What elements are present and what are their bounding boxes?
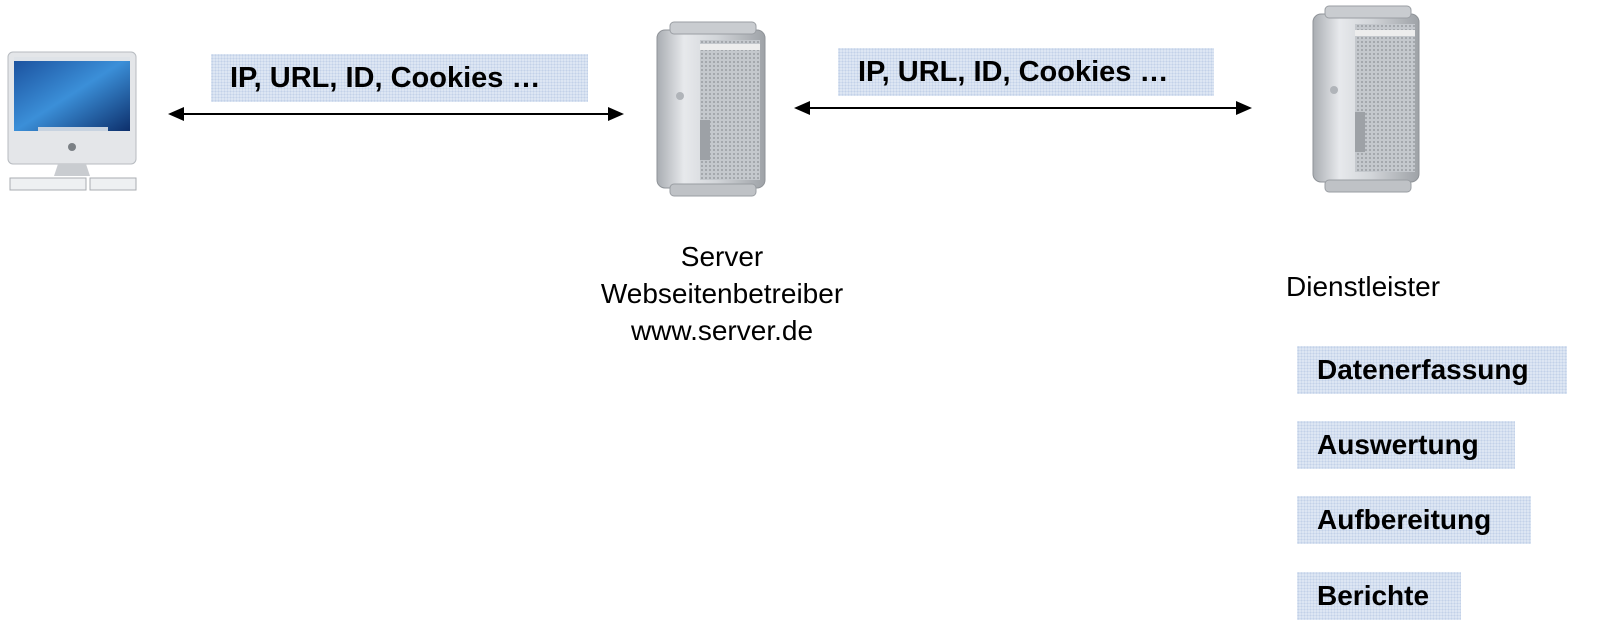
arrow-server-provider <box>794 101 1252 115</box>
connection-label-right: IP, URL, ID, Cookies … <box>838 48 1214 96</box>
server-operator: Webseitenbetreiber <box>600 278 844 309</box>
connection-label-left: IP, URL, ID, Cookies … <box>211 54 588 102</box>
arrow-client-server <box>168 107 624 121</box>
server-domain: www.server.de <box>630 315 814 346</box>
process-berichte: Berichte <box>1297 572 1461 620</box>
process-aufbereitung: Aufbereitung <box>1297 496 1531 544</box>
tower-server-icon <box>1312 5 1420 193</box>
server-caption: Server Webseitenbetreiber www.server.de <box>560 238 884 349</box>
imac-computer-icon <box>7 51 137 191</box>
process-datenerfassung: Datenerfassung <box>1297 346 1567 394</box>
provider-label: Dienstleister <box>1286 271 1441 302</box>
tower-server-icon <box>656 21 766 197</box>
process-auswertung: Auswertung <box>1297 421 1515 469</box>
server-title: Server <box>680 241 764 272</box>
